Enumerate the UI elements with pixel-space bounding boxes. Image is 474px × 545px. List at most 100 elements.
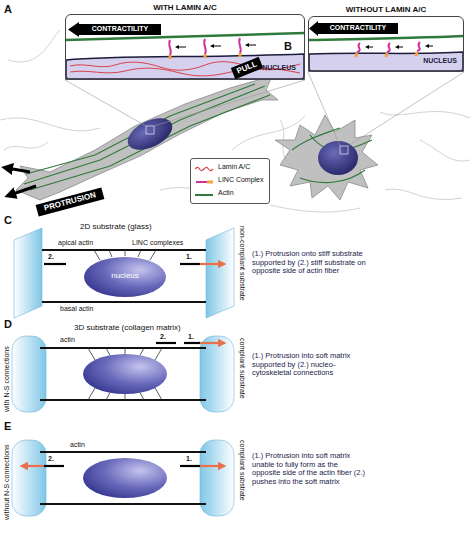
nucleus-schematic xyxy=(83,354,167,394)
condition-label: without N-S connections xyxy=(3,445,11,520)
legend-text: Actin xyxy=(218,189,234,197)
linc-connection xyxy=(125,394,126,400)
cell-nucleus xyxy=(123,112,358,175)
substrate xyxy=(12,228,234,516)
linc-connection xyxy=(150,250,156,260)
contractility-arrowhead xyxy=(68,22,79,37)
nucleus-ellipse: nucleus xyxy=(83,256,167,298)
force-arrow xyxy=(397,47,403,48)
callout-number: 2. xyxy=(48,253,54,261)
zoom-marker xyxy=(340,146,348,154)
linc-complex xyxy=(169,38,420,59)
linc-complex xyxy=(386,53,387,57)
cell-body xyxy=(16,76,278,200)
callout-number: 1. xyxy=(186,253,192,261)
inset-background xyxy=(308,16,464,72)
linc-complex xyxy=(416,52,417,56)
zoom-marker xyxy=(154,80,305,126)
protrusion-arrow xyxy=(200,465,222,467)
contractility-banner: CONTRACTILITY xyxy=(318,23,398,34)
linc-complex xyxy=(356,53,357,57)
zoom-marker xyxy=(65,72,464,154)
force-label: CONTRACTILITY xyxy=(318,24,398,32)
force-label: CONTRACTILITY xyxy=(79,25,161,33)
linc-complex xyxy=(239,53,242,57)
cell-nucleus xyxy=(123,112,178,156)
structure-label: apical actin xyxy=(58,239,93,247)
linc-complex xyxy=(169,40,171,55)
legend-text: LINC Complex xyxy=(218,176,264,184)
linc-connection xyxy=(140,393,144,400)
collagen-fiber xyxy=(4,142,48,150)
contractility-arrowhead xyxy=(68,21,318,37)
linc-connection xyxy=(106,348,110,355)
substrate xyxy=(14,228,42,318)
callout-number: 1. xyxy=(186,455,192,463)
zoom-marker xyxy=(308,72,340,146)
nucleus-schematic xyxy=(83,458,167,498)
substrate xyxy=(206,228,234,318)
callout-number: 2. xyxy=(48,455,54,463)
linc-complex xyxy=(239,38,241,53)
contractility-banner: CONTRACTILITY xyxy=(79,24,161,35)
structure-label: LINC complexes xyxy=(132,239,183,247)
condition-label: with N-S connections xyxy=(3,346,11,412)
inset-panel: WITHOUT LAMIN A/CCONTRACTILITYNUCLEUS xyxy=(308,16,464,72)
explanation-text: (1.) Protrusion into soft matrix support… xyxy=(252,352,368,378)
panel-letter: B xyxy=(284,40,292,53)
actin-segment xyxy=(184,342,200,344)
inset-background xyxy=(65,14,464,80)
collagen-fiber xyxy=(270,205,360,212)
force-arrow xyxy=(367,47,373,48)
linc-connection xyxy=(155,388,162,400)
actin-fiber xyxy=(40,399,206,401)
legend-box: Lamin A/CLINC ComplexActin xyxy=(190,158,270,204)
protrusion-arrow xyxy=(24,465,44,467)
panel-letter: D xyxy=(4,318,12,331)
nucleus-outline xyxy=(84,257,166,297)
inset-background xyxy=(65,14,305,80)
force-arrow xyxy=(177,47,186,48)
nuclear-envelope xyxy=(66,52,463,79)
linc-connection xyxy=(140,348,144,355)
protrusion-arrow xyxy=(200,342,222,344)
callout-number: 2. xyxy=(160,333,166,341)
legend-sample xyxy=(195,194,213,196)
linc-complex xyxy=(169,55,172,59)
contractility-arrowhead xyxy=(309,21,318,36)
linc-connection xyxy=(88,388,95,400)
linc-connection xyxy=(138,250,141,257)
linc-complex xyxy=(417,42,420,51)
linc-complex xyxy=(204,39,206,54)
actin-segment xyxy=(44,465,64,467)
zoom-marker xyxy=(146,126,154,134)
nuclear-envelope xyxy=(66,54,304,79)
actin-fiber xyxy=(40,250,206,504)
actin-fiber xyxy=(42,301,206,303)
linc-connection xyxy=(94,250,100,260)
substrate-label: compliant substrate xyxy=(238,338,246,399)
linc-connection xyxy=(125,250,126,256)
nuclear-envelope xyxy=(309,52,463,71)
structure-label: actin xyxy=(70,441,85,449)
panel-letter: A xyxy=(4,3,12,16)
linc-connection xyxy=(106,393,110,400)
cell-body xyxy=(16,76,378,200)
protrusion-arrow xyxy=(200,263,222,265)
explanation-text: (1.) Protrusion into soft matrix unable … xyxy=(252,452,368,487)
actin-segment xyxy=(180,465,200,467)
actin-fiber xyxy=(40,503,206,505)
legend-sample xyxy=(195,165,215,173)
structure-label: actin xyxy=(60,336,75,344)
zoom-marker xyxy=(348,72,464,146)
zoom-marker xyxy=(65,80,146,126)
force-arrow xyxy=(7,168,30,172)
linc-connection xyxy=(155,348,162,360)
actin-segment xyxy=(180,263,200,265)
legend-sample xyxy=(207,181,213,184)
legend-sample xyxy=(195,167,213,170)
panel-title: 2D substrate (glass) xyxy=(80,222,152,231)
panel-letter: E xyxy=(4,420,11,433)
cell-body xyxy=(275,115,378,200)
